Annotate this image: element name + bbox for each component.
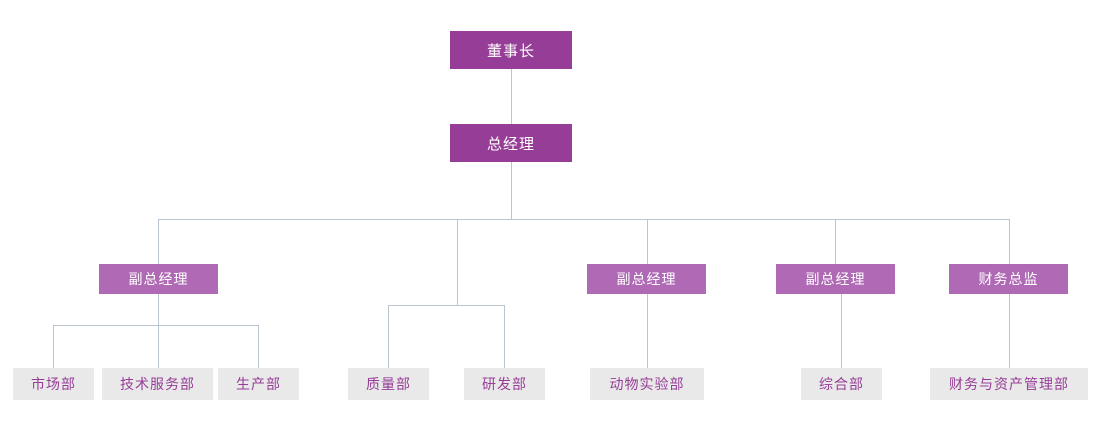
node-deputy-general-manager-3[interactable]: 副总经理 [776, 264, 895, 294]
connector-deputy2-to-animal-lab [647, 294, 648, 368]
connector-deputy1-bus [53, 325, 258, 326]
connector-level3-bus [158, 219, 1009, 220]
connector-deputy1-to-marketing [53, 325, 54, 368]
connector-chairman-to-gm [511, 69, 512, 124]
connector-deputy3-to-general-affairs [841, 294, 842, 368]
node-dept-finance-asset[interactable]: 财务与资产管理部 [930, 368, 1088, 400]
node-cfo[interactable]: 财务总监 [949, 264, 1068, 294]
connector-branch2-to-quality [388, 305, 389, 368]
connector-cfo-to-finance-asset [1009, 294, 1010, 368]
node-deputy-general-manager-2[interactable]: 副总经理 [587, 264, 706, 294]
connector-bus-to-deputy-2 [647, 219, 648, 264]
connector-deputy1-trunk [158, 294, 159, 326]
connector-branch2-to-rnd [504, 305, 505, 368]
connector-bus-to-branch-2 [457, 219, 458, 305]
connector-bus-to-deputy-3 [835, 219, 836, 264]
connector-deputy1-to-production [258, 325, 259, 368]
node-dept-rnd[interactable]: 研发部 [464, 368, 545, 400]
node-dept-general-affairs[interactable]: 综合部 [801, 368, 882, 400]
connector-deputy1-to-tech-service [158, 325, 159, 368]
node-dept-quality[interactable]: 质量部 [348, 368, 429, 400]
node-dept-production[interactable]: 生产部 [218, 368, 299, 400]
node-deputy-general-manager-1[interactable]: 副总经理 [99, 264, 218, 294]
connector-gm-trunk [511, 162, 512, 219]
node-chairman[interactable]: 董事长 [450, 31, 572, 69]
connector-bus-to-deputy-1 [158, 219, 159, 264]
connector-bus-to-cfo [1009, 219, 1010, 264]
node-dept-animal-lab[interactable]: 动物实验部 [590, 368, 704, 400]
node-general-manager[interactable]: 总经理 [450, 124, 572, 162]
connector-branch2-bus [388, 305, 504, 306]
node-dept-tech-service[interactable]: 技术服务部 [102, 368, 213, 400]
node-dept-marketing[interactable]: 市场部 [13, 368, 94, 400]
